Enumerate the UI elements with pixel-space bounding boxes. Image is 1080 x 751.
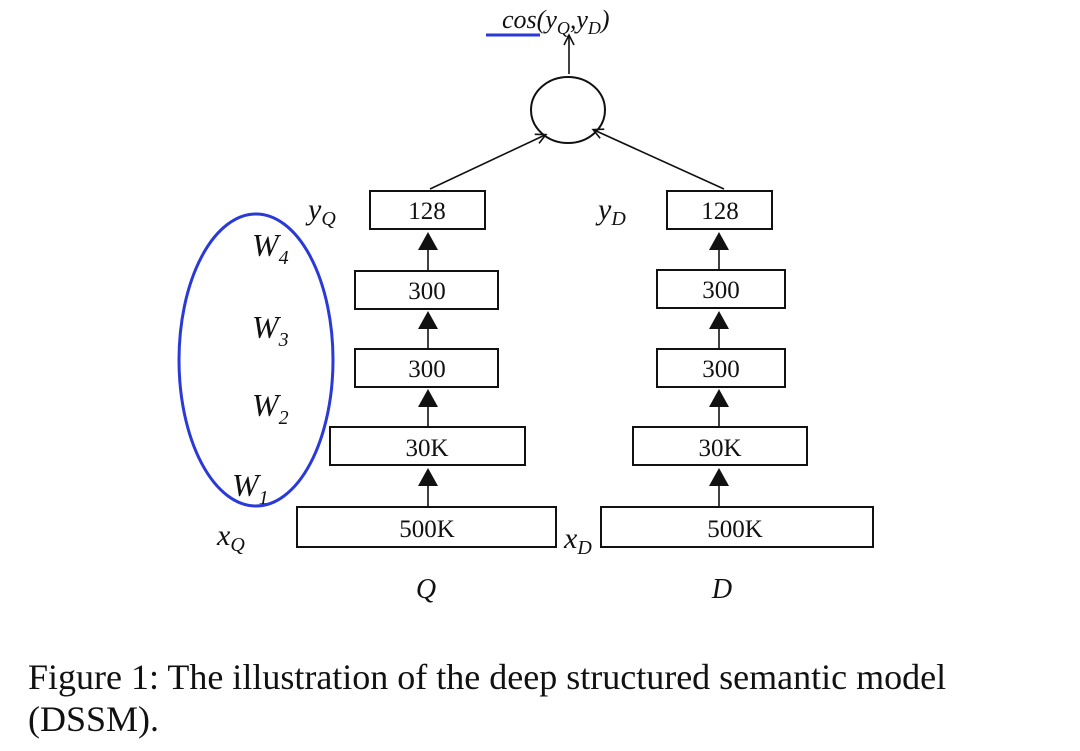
- tower-q-layer-30k: [329, 426, 526, 466]
- weight-w3: W3: [252, 309, 289, 351]
- tower-d-layer-128-label: 128: [701, 198, 739, 225]
- tower-d-layer-500k-label: 500K: [707, 516, 763, 543]
- tower-d-arrowhead-3: [709, 311, 729, 329]
- tower-d-arrowhead-4: [709, 232, 729, 250]
- tower-d-input-var: xD: [563, 522, 592, 559]
- tower-q-layer-30k-label: 30K: [405, 435, 448, 462]
- tower-q-input-var: xQ: [216, 519, 245, 556]
- tower-d-arrowhead-2: [709, 389, 729, 407]
- tower-d-layer-300-lower: [656, 348, 786, 388]
- tower-q: yQ 128 300 300 30K 500K xQ Q: [216, 190, 557, 605]
- tower-d-layer-30k-label: 30K: [698, 435, 741, 462]
- tower-q-layer-300-lower-label: 300: [408, 356, 446, 383]
- tower-d-layer-300-upper-label: 300: [702, 277, 740, 304]
- tower-q-arrowhead-4: [418, 232, 438, 250]
- tower-d: yD 128 300 300 30K 500K xD D: [563, 190, 874, 605]
- tower-q-layer-300-lower: [354, 348, 499, 388]
- tower-d-layer-30k: [632, 426, 808, 466]
- weight-w2: W2: [252, 387, 289, 429]
- tower-d-layer-128: [666, 190, 773, 230]
- tower-q-arrowhead-1: [418, 468, 438, 486]
- tower-q-arrowhead-3: [418, 311, 438, 329]
- weight-w4: W4: [252, 227, 289, 269]
- tower-d-output-var: yD: [595, 193, 626, 230]
- tower-d-layer-500k: [600, 506, 874, 548]
- tower-q-layer-300-upper-label: 300: [408, 278, 446, 305]
- weight-w1: W1: [232, 467, 269, 509]
- tower-d-name: D: [711, 574, 732, 605]
- output-cosine-label: cos(yQ,yD): [502, 5, 610, 38]
- tower-q-layer-128-label: 128: [408, 198, 446, 225]
- tower-q-layer-500k-label: 500K: [399, 516, 455, 543]
- tower-d-arrowhead-1: [709, 468, 729, 486]
- weights-annotation-ellipse: [177, 212, 335, 508]
- tower-q-layer-500k: [296, 506, 557, 548]
- tower-q-output-var: yQ: [305, 193, 336, 230]
- tower-q-arrowhead-2: [418, 389, 438, 407]
- tower-q-name: Q: [416, 574, 436, 605]
- d-to-node-arrow: [591, 128, 725, 190]
- tower-d-layer-300-upper: [656, 269, 786, 309]
- tower-q-layer-128: [369, 190, 486, 230]
- dssm-diagram: cos(yQ,yD) W4 W3 W2 W1 yQ 128 300 300 30…: [177, 5, 874, 605]
- tower-q-layer-300-upper: [354, 270, 499, 310]
- tower-d-layer-300-lower-label: 300: [702, 356, 740, 383]
- q-to-node-arrow: [429, 133, 548, 190]
- cosine-node: [530, 76, 606, 144]
- figure-caption: Figure 1: The illustration of the deep s…: [28, 657, 947, 739]
